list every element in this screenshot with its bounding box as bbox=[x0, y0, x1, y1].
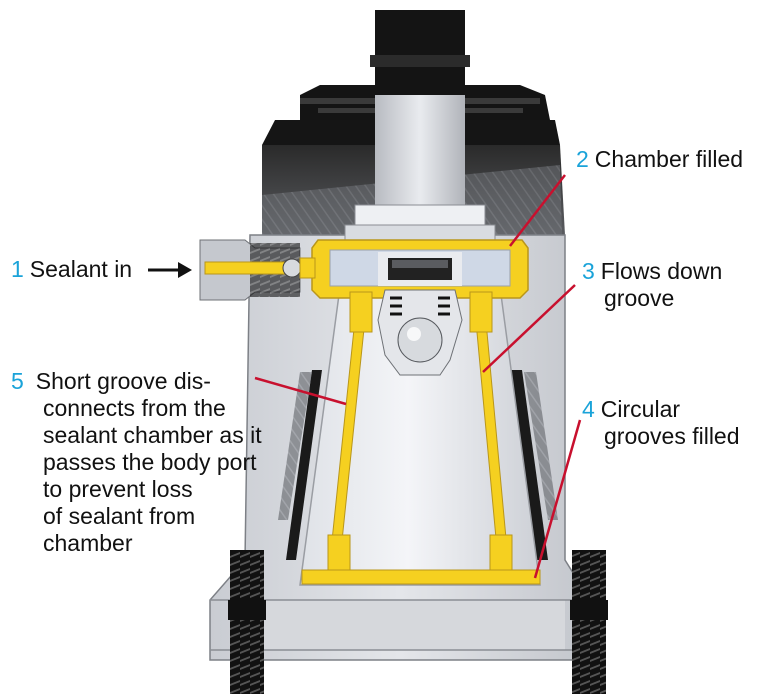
gland bbox=[344, 204, 496, 246]
arrow-right-icon bbox=[148, 262, 192, 278]
leader-line-5 bbox=[254, 376, 347, 406]
callout-4-line-1: Circular bbox=[600, 396, 681, 422]
leader-line-4 bbox=[533, 419, 582, 579]
callout-5-number: 5 bbox=[11, 368, 24, 394]
callout-5: 5 Short groove dis- connects from the sea… bbox=[11, 368, 262, 557]
callout-5-line-2: connects from the bbox=[43, 395, 226, 421]
callout-5-line-3: sealant chamber as it bbox=[43, 422, 262, 448]
check-valve bbox=[377, 289, 463, 376]
bolts bbox=[228, 550, 608, 694]
callout-5-line-6: of sealant from bbox=[43, 503, 196, 529]
callout-4-number: 4 bbox=[582, 396, 595, 422]
callout-3-line-2: groove bbox=[604, 285, 675, 311]
callout-5-line-4: passes the body port bbox=[43, 449, 257, 475]
cavity-walls bbox=[278, 370, 558, 560]
callout-3-line-1: Flows down bbox=[600, 258, 723, 284]
sealant-fitting bbox=[199, 239, 316, 301]
callout-4-line-2: grooves filled bbox=[604, 423, 740, 449]
stem bbox=[375, 95, 465, 225]
leader-line-3 bbox=[482, 284, 576, 373]
callout-1-number: 1 bbox=[11, 256, 24, 282]
callout-1-text: Sealant in bbox=[29, 256, 133, 282]
callout-5-line-5: to prevent loss bbox=[43, 476, 193, 502]
leader-lines bbox=[254, 174, 582, 579]
callout-2-text: Chamber filled bbox=[594, 146, 744, 172]
callout-5-line-1: Short groove dis- bbox=[35, 368, 211, 394]
sealant-grooves bbox=[301, 291, 541, 585]
sealant-chamber bbox=[311, 239, 529, 299]
leader-line-2 bbox=[509, 174, 566, 247]
callout-5-line-7: chamber bbox=[43, 530, 133, 556]
callout-2-number: 2 bbox=[576, 146, 589, 172]
callout-3-number: 3 bbox=[582, 258, 595, 284]
